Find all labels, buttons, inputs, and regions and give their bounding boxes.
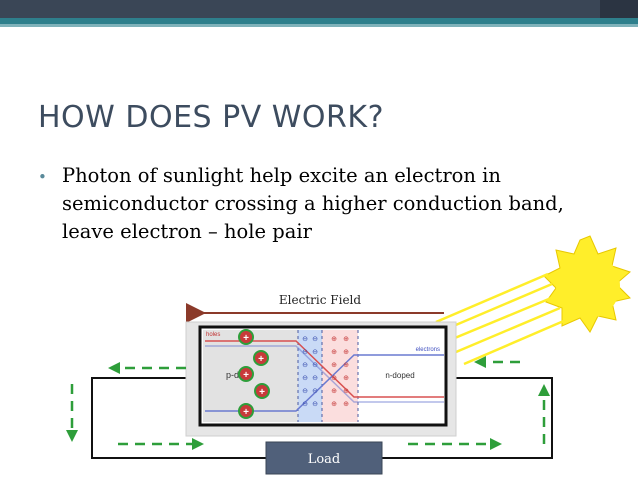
bullet-marker: • bbox=[38, 168, 47, 186]
electric-field-label: Electric Field bbox=[279, 293, 361, 307]
svg-text:+: + bbox=[243, 333, 249, 344]
bullet-text: Photon of sunlight help excite an electr… bbox=[62, 164, 564, 243]
positive-charge: ⊕ bbox=[331, 349, 337, 356]
negative-charge: ⊖ bbox=[302, 401, 308, 408]
bullet-point: • Photon of sunlight help excite an elec… bbox=[38, 162, 578, 246]
negative-charges: ⊖ ⊖ ⊖ ⊖ ⊖ ⊖ ⊖ ⊖ ⊖ ⊖ ⊖ ⊖ bbox=[302, 336, 318, 408]
hole-icon: + bbox=[254, 383, 270, 399]
positive-charges: ⊕ ⊕ ⊕ ⊕ ⊕ ⊕ ⊕ ⊕ ⊕ ⊕ ⊕ ⊕ bbox=[331, 336, 349, 408]
holes-label: holes bbox=[206, 332, 220, 338]
p-doped-label: p-d bbox=[226, 370, 239, 380]
negative-charge: ⊖ bbox=[302, 336, 308, 343]
negative-charge: ⊖ bbox=[312, 362, 318, 369]
positive-charge: ⊕ bbox=[343, 336, 349, 343]
hole-icon: + bbox=[253, 350, 269, 366]
sun-icon bbox=[543, 235, 631, 333]
positive-charge: ⊕ bbox=[331, 375, 337, 382]
svg-text:+: + bbox=[243, 370, 249, 381]
svg-text:+: + bbox=[258, 354, 264, 365]
positive-charge: ⊕ bbox=[331, 362, 337, 369]
positive-charge: ⊕ bbox=[343, 349, 349, 356]
arrow-top-left-head bbox=[108, 362, 120, 374]
arrow-left-down-head bbox=[66, 430, 78, 442]
positive-charge: ⊕ bbox=[331, 336, 337, 343]
negative-charge: ⊖ bbox=[302, 362, 308, 369]
load-box bbox=[265, 441, 383, 475]
negative-charge: ⊖ bbox=[312, 401, 318, 408]
arrow-right-up-head bbox=[538, 384, 550, 396]
negative-charge: ⊖ bbox=[312, 388, 318, 395]
positive-charge: ⊕ bbox=[343, 375, 349, 382]
n-doped-label: n-doped bbox=[385, 371, 414, 380]
top-decor-bar bbox=[0, 0, 638, 27]
positive-charge: ⊕ bbox=[331, 388, 337, 395]
svg-text:+: + bbox=[243, 407, 249, 418]
negative-charge: ⊖ bbox=[302, 375, 308, 382]
positive-charge: ⊕ bbox=[343, 362, 349, 369]
negative-charge: ⊖ bbox=[312, 336, 318, 343]
svg-text:+: + bbox=[259, 387, 265, 398]
negative-charge: ⊖ bbox=[312, 349, 318, 356]
positive-charge: ⊕ bbox=[331, 401, 337, 408]
arrow-top-right-head bbox=[474, 356, 486, 368]
sunlight-rays bbox=[435, 272, 567, 366]
hole-carriers: + + + + + bbox=[238, 329, 270, 419]
positive-charge: ⊕ bbox=[343, 401, 349, 408]
arrow-bottom-right-head bbox=[490, 438, 502, 450]
arrow-bottom-left-head bbox=[192, 438, 204, 450]
load-label: Load bbox=[308, 452, 341, 467]
current-flow-arrows bbox=[66, 356, 550, 450]
slide-title: HOW DOES PV WORK? bbox=[38, 100, 384, 135]
hole-icon: + bbox=[238, 329, 254, 345]
negative-charge: ⊖ bbox=[302, 349, 308, 356]
electrons-label: electrons bbox=[416, 347, 440, 353]
positive-charge: ⊕ bbox=[343, 388, 349, 395]
circuit-wire bbox=[91, 377, 553, 459]
hole-icon: + bbox=[238, 366, 254, 382]
negative-charge: ⊖ bbox=[302, 388, 308, 395]
hole-icon: + bbox=[238, 403, 254, 419]
negative-charge: ⊖ bbox=[312, 375, 318, 382]
